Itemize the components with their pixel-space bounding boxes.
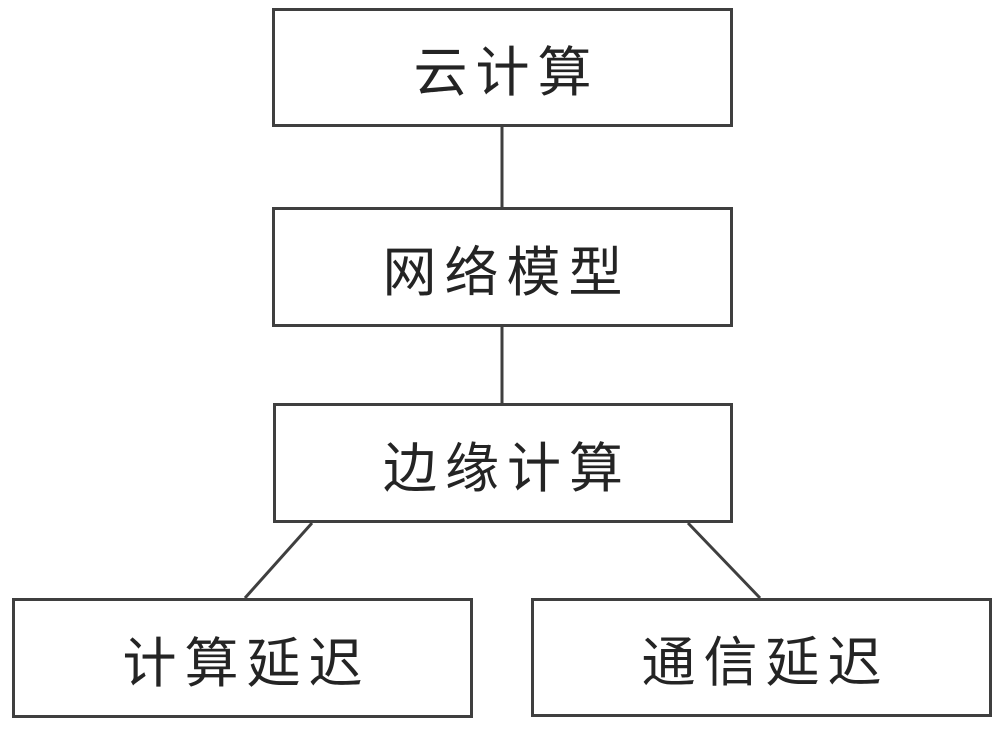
node-cloud-computing-label: 云计算 [413, 43, 600, 103]
node-communication-delay-label: 通信延迟 [641, 633, 890, 693]
node-network-model: 网络模型 [272, 207, 733, 327]
node-edge-computing: 边缘计算 [273, 403, 733, 523]
node-computation-delay-label: 计算延迟 [122, 633, 371, 694]
node-edge-computing-label: 边缘计算 [383, 438, 631, 499]
node-network-model-label: 网络模型 [382, 242, 631, 303]
node-communication-delay: 通信延迟 [531, 598, 992, 717]
connector-edge-compdelay [243, 522, 314, 599]
connector-edge-commdelay [686, 521, 762, 600]
node-cloud-computing: 云计算 [272, 8, 733, 127]
node-computation-delay: 计算延迟 [12, 598, 473, 718]
